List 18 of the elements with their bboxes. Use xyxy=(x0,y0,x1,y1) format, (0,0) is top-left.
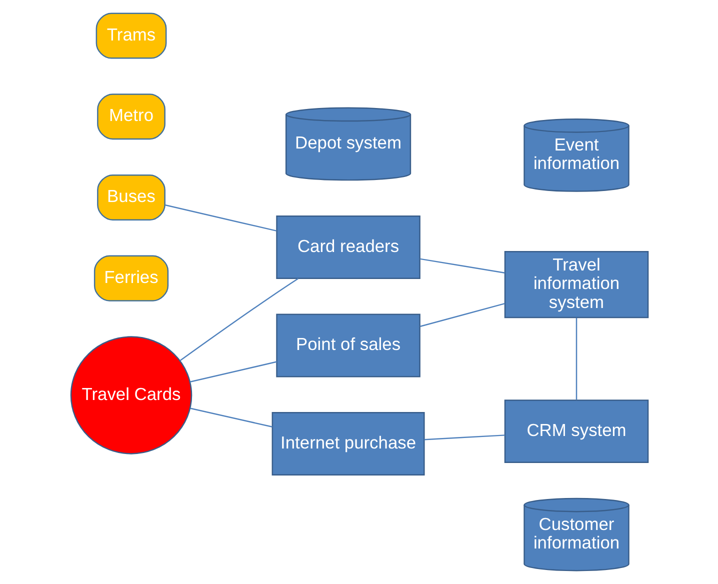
connector xyxy=(189,361,276,382)
node-box: Metro xyxy=(96,94,165,140)
node-box: Buses xyxy=(96,174,165,220)
node-box: CRM system xyxy=(504,400,648,464)
connector xyxy=(420,302,504,327)
node-box: Card readers xyxy=(276,216,420,279)
connector xyxy=(420,258,504,274)
connector xyxy=(424,434,504,440)
node-circle: Travel Cards xyxy=(70,336,192,454)
node-box: Point of sales xyxy=(276,314,420,378)
node-box: Ferries xyxy=(93,255,168,302)
connector xyxy=(190,408,272,428)
connector xyxy=(575,318,577,400)
node-box: Internet purchase xyxy=(271,412,424,476)
node-box: Trams xyxy=(95,12,166,59)
connector xyxy=(179,278,298,362)
connector xyxy=(164,204,276,232)
node-box: Travel information system xyxy=(504,250,648,318)
